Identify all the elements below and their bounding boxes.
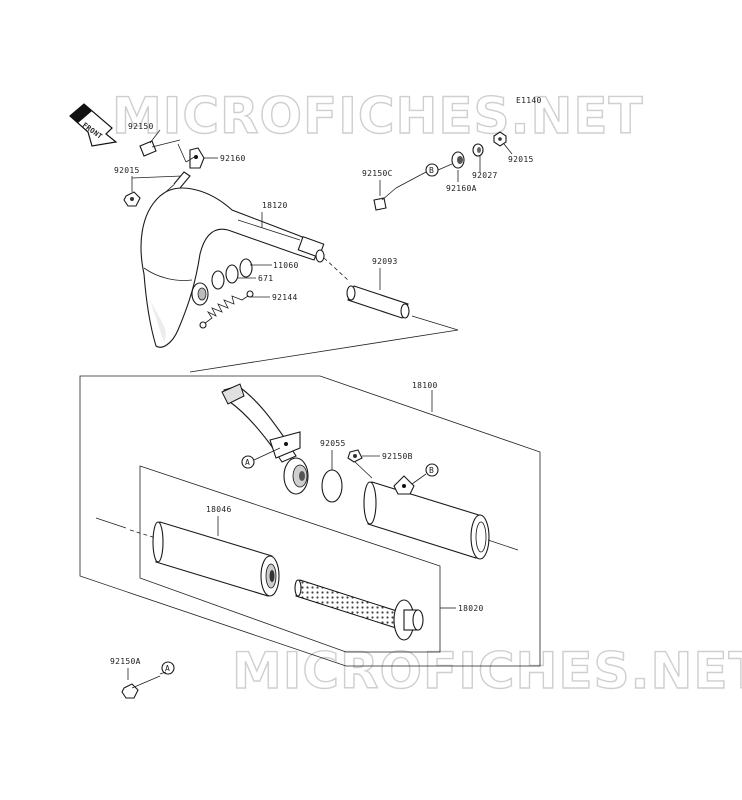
nut-92015-right-icon (493, 131, 507, 147)
label-92144: 92144 (272, 293, 298, 302)
flange-joint-icon (283, 457, 309, 495)
label-18120: 18120 (262, 201, 288, 210)
header-pipe-icon (221, 383, 301, 463)
watermark-bottom: MICROFICHES.NET (232, 642, 742, 700)
assembly-18100-outline (79, 375, 541, 667)
label-92015-left: 92015 (114, 166, 140, 175)
spring-92144-icon (199, 290, 254, 329)
bolt-92150C-icon (373, 187, 397, 211)
bolt-92150B-icon (347, 449, 363, 463)
label-92160A: 92160A (446, 184, 477, 193)
inner-pipe-18020-icon (294, 579, 424, 641)
expansion-chamber-18120 (140, 171, 325, 348)
bracket-92160-icon (189, 147, 205, 169)
label-92150-top: 92150 (128, 122, 154, 131)
assembly-18020-outline (139, 465, 441, 653)
diagram-code: E1140 (516, 96, 542, 105)
label-11060: 11060 (273, 261, 299, 270)
label-92150C: 92150C (362, 169, 393, 178)
label-92055: 92055 (320, 439, 346, 448)
ref-b-top: B (425, 163, 439, 177)
ref-b-top-label: B (429, 166, 434, 175)
ref-b-middle: B (425, 463, 439, 477)
label-92160: 92160 (220, 154, 246, 163)
o-rings-11060-icon (211, 258, 253, 290)
ref-a-bottom: A (161, 661, 175, 675)
label-92150A: 92150A (110, 657, 141, 666)
front-arrow-icon: FRONT (69, 103, 118, 147)
grommet-92160A-icon (451, 151, 465, 169)
label-92015-right: 92015 (508, 155, 534, 164)
bolt-92150-icon (139, 139, 181, 157)
sleeve-92093-icon (346, 285, 410, 319)
label-18100: 18100 (412, 381, 438, 390)
label-92093: 92093 (372, 257, 398, 266)
ref-a-middle-label: A (245, 458, 250, 467)
watermark-top: MICROFICHES.NET (112, 87, 644, 145)
label-18046: 18046 (206, 505, 232, 514)
label-18020: 18020 (458, 604, 484, 613)
packing-18046-icon (152, 521, 280, 597)
label-92027: 92027 (472, 171, 498, 180)
ref-b-middle-label: B (429, 466, 434, 475)
label-92150B: 92150B (382, 452, 413, 461)
chamber-flange-icon (191, 282, 209, 306)
bolt-92150A-icon (121, 675, 161, 699)
silencer-body-icon (363, 475, 490, 560)
nut-92015-left-icon (123, 191, 141, 207)
ref-a-bottom-label: A (165, 664, 170, 673)
collar-92027-icon (472, 143, 484, 157)
ref-a-middle: A (241, 455, 255, 469)
gasket-92055-icon (321, 469, 343, 503)
label-671: 671 (258, 274, 273, 283)
